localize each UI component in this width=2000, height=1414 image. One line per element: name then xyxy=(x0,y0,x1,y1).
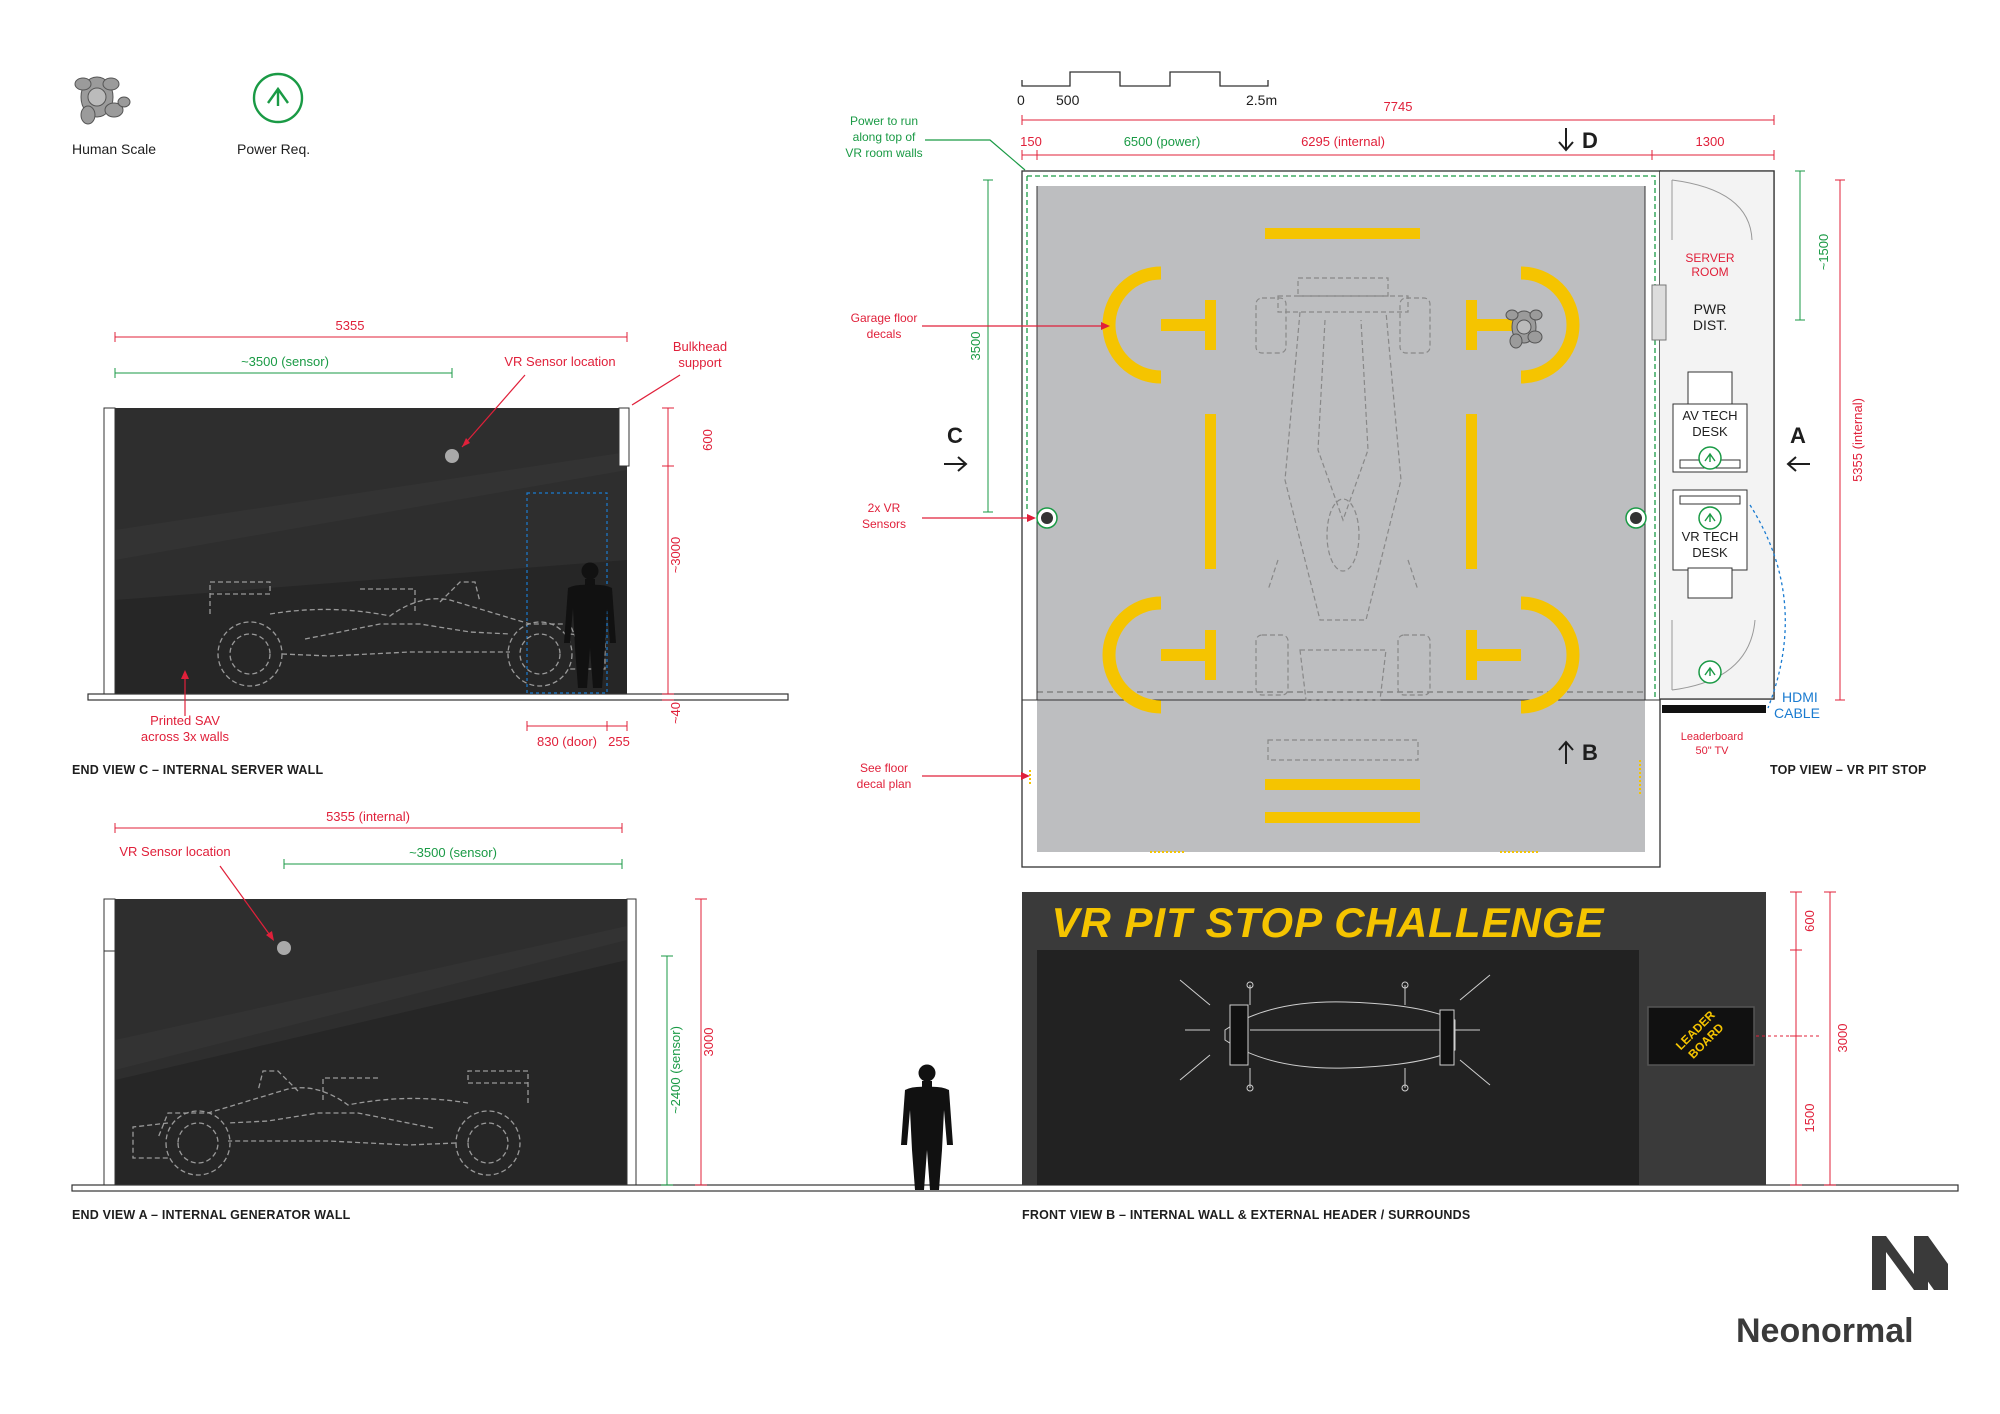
dim-total: 7745 xyxy=(1384,99,1413,114)
av-desk-label-2: DESK xyxy=(1692,424,1728,439)
note-power-2: along top of xyxy=(853,130,916,144)
av-desk-label-1: AV TECH xyxy=(1682,408,1737,423)
server-room-label-2: ROOM xyxy=(1691,265,1728,279)
pit-crew-diagram xyxy=(1179,974,1491,1092)
vr-desk-label-2: DESK xyxy=(1692,545,1728,560)
printed-label-2: across 3x walls xyxy=(141,729,230,744)
legend: Human Scale Power Req. xyxy=(72,72,310,157)
hdmi-label-1: HDMI xyxy=(1782,689,1818,705)
leaderboard-screen xyxy=(1647,1006,1755,1066)
dim-150: 150 xyxy=(1020,134,1042,149)
dim-internal: 6295 (internal) xyxy=(1301,134,1385,149)
hdmi-label-2: CABLE xyxy=(1774,705,1820,721)
dim-1500-b: 1500 xyxy=(1802,1104,1817,1133)
human-scale-topview-icon xyxy=(1505,309,1543,349)
bulkhead-label-1: Bulkhead xyxy=(673,339,727,354)
pwr-dist-label-1: PWR xyxy=(1694,301,1727,317)
scale-end: 2.5m xyxy=(1246,92,1277,108)
vr-desk-label-1: VR TECH xyxy=(1682,529,1739,544)
scale-bar: 0 500 2.5m xyxy=(1017,71,1277,108)
brand-name: Neonormal xyxy=(1736,1312,1914,1350)
view-marker-c: C xyxy=(947,423,963,448)
note-sensors-1: 2x VR xyxy=(868,501,901,515)
dim-power: 6500 (power) xyxy=(1124,134,1201,149)
leaderboard-tv xyxy=(1662,705,1766,713)
front-view-title: FRONT VIEW B – INTERNAL WALL & EXTERNAL … xyxy=(1022,1208,1470,1222)
vr-sensor-c xyxy=(445,449,459,463)
dim-2400-a: ~2400 (sensor) xyxy=(668,1026,683,1114)
bulkhead-label-2: support xyxy=(678,355,722,370)
note-sensors-2: Sensors xyxy=(862,517,906,531)
dim-40-c: ~40 xyxy=(668,702,683,724)
view-marker-d: D xyxy=(1582,128,1598,153)
human-silhouette-front xyxy=(901,1064,953,1190)
top-view: 7745 150 6500 (power) 6295 (internal) 13… xyxy=(845,99,1927,868)
power-req-icon xyxy=(252,72,304,124)
human-scale-icon xyxy=(74,76,131,125)
pwr-dist-label-2: DIST. xyxy=(1693,317,1727,333)
dim-600-c: 600 xyxy=(700,429,715,451)
note-garage-1: Garage floor xyxy=(851,311,918,325)
dim-width-c: 5355 xyxy=(336,318,365,333)
legend-power-req: Power Req. xyxy=(237,141,310,157)
server-room-label-1: SERVER xyxy=(1685,251,1734,265)
end-view-a: 5355 (internal) ~3500 (sensor) VR Sensor… xyxy=(71,809,1959,1222)
front-view-b: VR PIT STOP CHALLENGE LEADER BOARD 600 1… xyxy=(1022,891,1850,1222)
garage-floor-decals xyxy=(1109,228,1573,823)
note-floor-2: decal plan xyxy=(857,777,912,791)
end-view-a-title: END VIEW A – INTERNAL GENERATOR WALL xyxy=(72,1208,351,1222)
printed-label-1: Printed SAV xyxy=(150,713,220,728)
scale-zero: 0 xyxy=(1017,92,1025,108)
sensor-label-c: VR Sensor location xyxy=(504,354,615,369)
leaderboard-label-1: Leaderboard xyxy=(1681,731,1743,743)
end-view-c-title: END VIEW C – INTERNAL SERVER WALL xyxy=(72,763,323,777)
note-floor-1: See floor xyxy=(860,761,908,775)
dim-5355: 5355 (internal) xyxy=(1850,398,1865,482)
dim-sensor-c: ~3500 (sensor) xyxy=(241,354,329,369)
dim-width-a: 5355 (internal) xyxy=(326,809,410,824)
end-view-c: 5355 ~3500 (sensor) VR Sensor location B… xyxy=(72,318,789,777)
dim-255-c: 255 xyxy=(608,734,630,749)
note-power-3: VR room walls xyxy=(845,146,922,160)
leaderboard-label-2: 50" TV xyxy=(1695,745,1729,757)
legend-human-scale: Human Scale xyxy=(72,141,156,157)
dim-3000-c: ~3000 xyxy=(668,537,683,574)
dim-sensor-a: ~3500 (sensor) xyxy=(409,845,497,860)
dim-600-b: 600 xyxy=(1802,910,1817,932)
note-power-1: Power to run xyxy=(850,114,918,128)
f1-car-plan xyxy=(1255,277,1431,761)
vr-sensor-right xyxy=(1625,507,1647,529)
dim-1500: ~1500 xyxy=(1816,234,1831,271)
header-banner-text: VR PIT STOP CHALLENGE xyxy=(1051,899,1605,946)
dim-3000-a: 3000 xyxy=(701,1028,716,1057)
neonormal-logo-icon xyxy=(1872,1236,1948,1290)
dim-3500: 3500 xyxy=(968,332,983,361)
dim-3000-b: 3000 xyxy=(1835,1024,1850,1053)
view-marker-a: A xyxy=(1790,423,1806,448)
dim-1300: 1300 xyxy=(1696,134,1725,149)
sensor-label-a: VR Sensor location xyxy=(119,844,230,859)
scale-mid: 500 xyxy=(1056,92,1080,108)
vr-sensor-left xyxy=(1036,507,1058,529)
view-marker-b: B xyxy=(1582,740,1598,765)
vr-sensor-a xyxy=(277,941,291,955)
top-view-title: TOP VIEW – VR PIT STOP xyxy=(1770,763,1927,777)
note-garage-2: decals xyxy=(867,327,902,341)
dim-door-c: 830 (door) xyxy=(537,734,597,749)
